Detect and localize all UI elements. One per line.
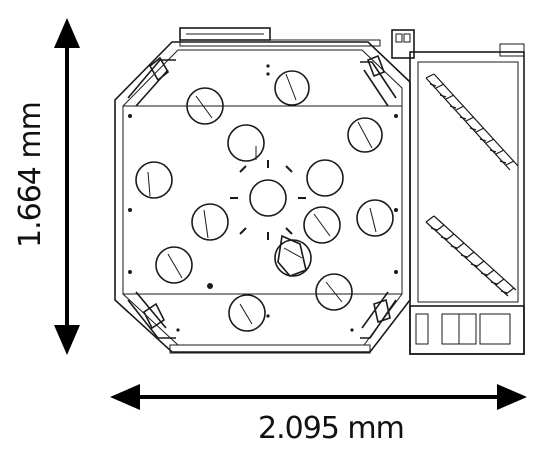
height-dimension-arrow: [54, 18, 80, 355]
mounting-bracket: [277, 234, 307, 277]
fixing-dots: [128, 64, 398, 332]
corner-brackets: [127, 54, 397, 339]
outlet-holes: [135, 70, 394, 332]
width-dimension-arrow: [110, 384, 527, 410]
wiring-band-lower: [425, 215, 517, 297]
wiring-band-upper: [425, 73, 519, 171]
height-dimension-label: 1.664 mm: [13, 102, 48, 248]
width-dimension-label: 2.095 mm: [258, 411, 404, 446]
side-cabinet: [391, 29, 525, 355]
center-marks: [230, 160, 306, 240]
unit-body: [114, 27, 411, 354]
